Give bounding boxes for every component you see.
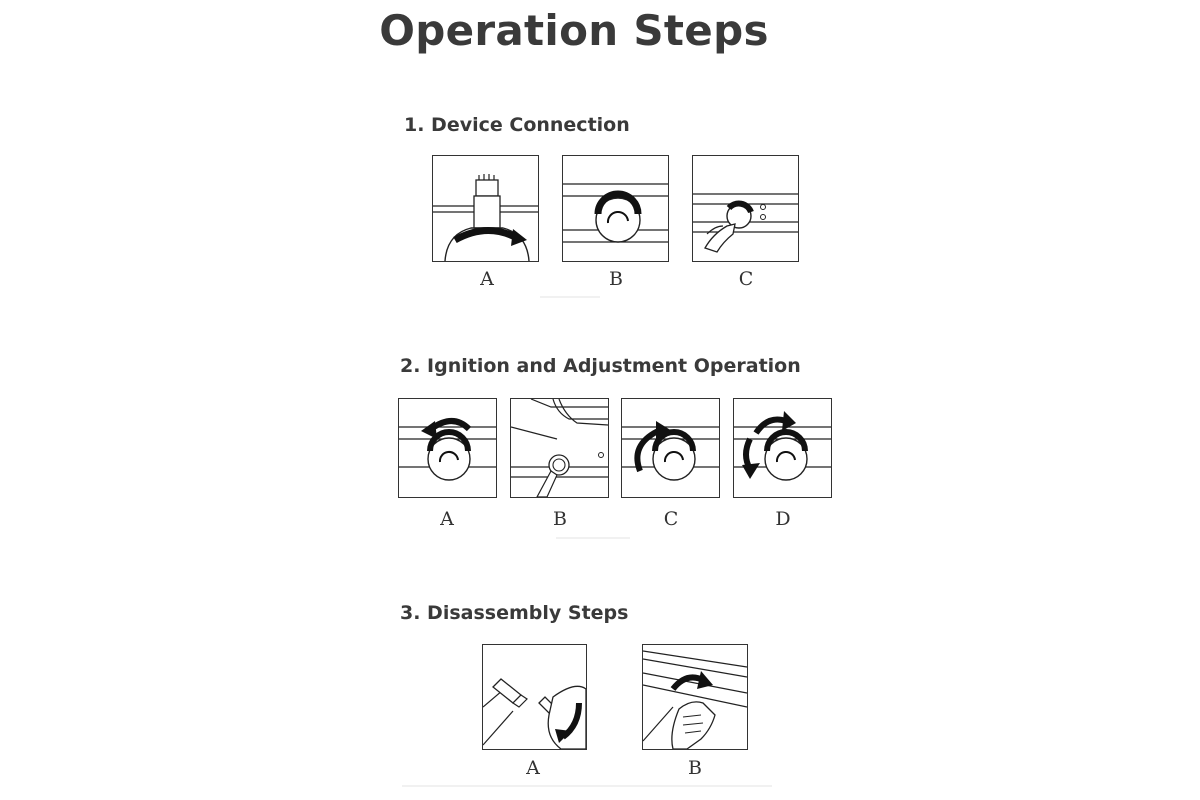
hand-connect-icon — [693, 193, 798, 253]
canister-detach-icon — [483, 678, 586, 749]
step-3b-label: B — [688, 757, 702, 779]
step-1c-label: C — [738, 268, 754, 290]
step-2d-label: D — [775, 508, 791, 530]
knob-icon — [563, 183, 668, 243]
knob-rotate-right-icon — [622, 421, 719, 481]
canister-rotate-icon — [433, 174, 538, 261]
section-heading-disassembly: 3. Disassembly Steps — [400, 602, 629, 624]
divider — [556, 537, 630, 539]
step-2d-image — [733, 398, 832, 498]
knob-rotate-left-icon — [399, 418, 496, 481]
divider — [540, 296, 600, 298]
section-heading-ignition-adjustment: 2. Ignition and Adjustment Operation — [400, 355, 801, 377]
ignition-knob-icon — [511, 399, 608, 497]
step-2a-image — [398, 398, 497, 498]
step-2c-image — [621, 398, 720, 498]
step-3a-image — [482, 644, 587, 750]
step-1a-image — [432, 155, 539, 262]
page-title: Operation Steps — [379, 6, 769, 55]
step-2b-label: B — [553, 508, 567, 530]
step-1b-image — [562, 155, 669, 262]
step-1a-label: A — [480, 268, 494, 290]
step-1b-label: B — [609, 268, 623, 290]
step-3b-image — [642, 644, 748, 750]
step-2b-image — [510, 398, 609, 498]
step-1c-image — [692, 155, 799, 262]
step-2a-label: A — [440, 508, 454, 530]
section-heading-device-connection: 1. Device Connection — [404, 114, 630, 136]
hand-disconnect-icon — [643, 650, 747, 749]
step-3a-label: A — [526, 757, 540, 779]
step-2c-label: C — [663, 508, 679, 530]
divider — [402, 785, 772, 787]
knob-rotate-both-icon — [734, 411, 831, 481]
